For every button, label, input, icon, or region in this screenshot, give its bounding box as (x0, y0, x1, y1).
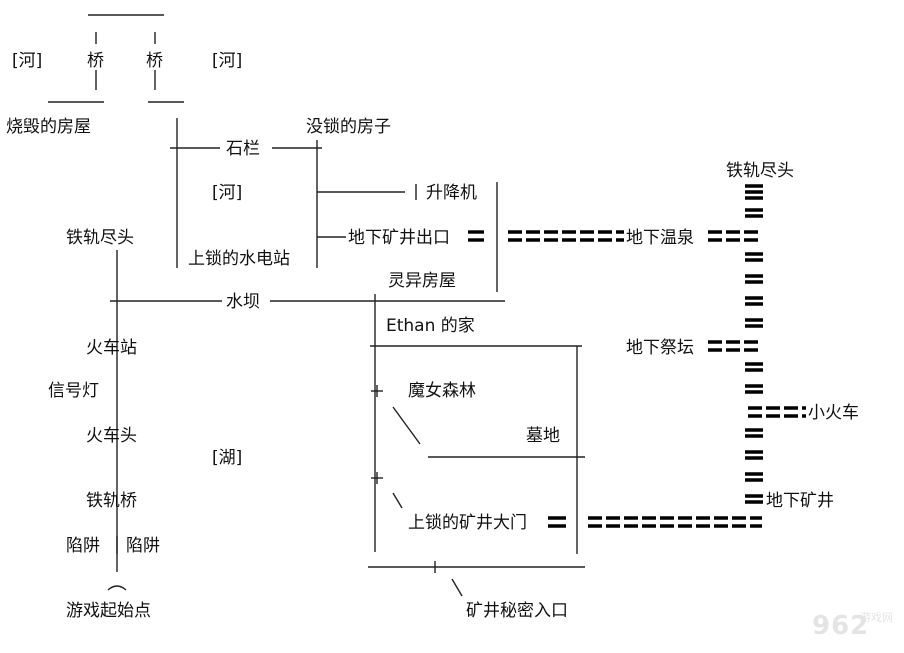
rail-locked-mine-gate (548, 516, 762, 528)
ethan-home-label: Ethan 的家 (386, 316, 475, 336)
hydro-station-label: 上锁的水电站 (188, 249, 290, 269)
rail-bridge-label: 铁轨桥 (86, 491, 137, 511)
river-label-top-left: [河] (12, 51, 43, 71)
haunted-house-label: 灵异房屋 (388, 271, 456, 291)
track-end-right-label: 铁轨尽头 (726, 161, 794, 181)
train-station-label: 火车站 (86, 338, 137, 358)
track-end-left-label: 铁轨尽头 (66, 228, 134, 248)
junction-markers (371, 385, 436, 573)
locomotive-label: 火车头 (86, 426, 137, 446)
secret-entrance-diagonal (451, 578, 463, 597)
rail-hot-spring-to-main (708, 230, 760, 242)
rail-mine-exit-to-hot-spring (468, 230, 624, 242)
watermark-number: 962 (812, 611, 870, 641)
locked-mine-gate-label: 上锁的矿井大门 (408, 513, 527, 533)
rail-altar (708, 340, 760, 352)
elevator-label: 升降机 (426, 183, 477, 203)
trap-right-label: 陷阱 (126, 536, 160, 556)
bridge-label-right: 桥 (146, 51, 163, 71)
graveyard-label: 墓地 (526, 426, 560, 446)
underground-mine-label: 地下矿井 (766, 491, 834, 511)
river-label-mid: [河] (212, 183, 243, 203)
lake-label: [湖] (212, 448, 243, 468)
altar-label: 地下祭坛 (626, 338, 694, 358)
forest-diagonal-1 (392, 406, 421, 445)
burned-house-label: 烧毁的房屋 (6, 117, 91, 137)
start-point-label: 游戏起始点 (66, 601, 151, 621)
watermark-text: 游戏网 (860, 611, 893, 624)
rail-to-underground-mine (745, 494, 763, 504)
mine-secret-entrance-label: 矿井秘密入口 (466, 601, 568, 621)
start-arrow (107, 585, 127, 591)
stone-fence-label: 石栏 (226, 139, 260, 159)
bridge-label-left: 桥 (87, 51, 104, 71)
rail-small-train (748, 406, 806, 418)
signal-light-label: 信号灯 (48, 381, 99, 401)
hot-spring-label: 地下温泉 (626, 228, 694, 248)
trap-left-label: 陷阱 (66, 536, 100, 556)
unlocked-house-label: 没锁的房子 (306, 117, 391, 137)
river-label-top-right: [河] (212, 51, 243, 71)
watermark-logo: 962 游戏网 (812, 607, 898, 647)
witch-forest-label: 魔女森林 (408, 381, 476, 401)
dam-label: 水坝 (226, 292, 260, 312)
forest-diagonal-2 (392, 492, 403, 509)
mine-exit-label: 地下矿井出口 (348, 228, 450, 248)
rail-main-vertical (745, 184, 763, 482)
small-train-label: 小火车 (808, 403, 859, 423)
